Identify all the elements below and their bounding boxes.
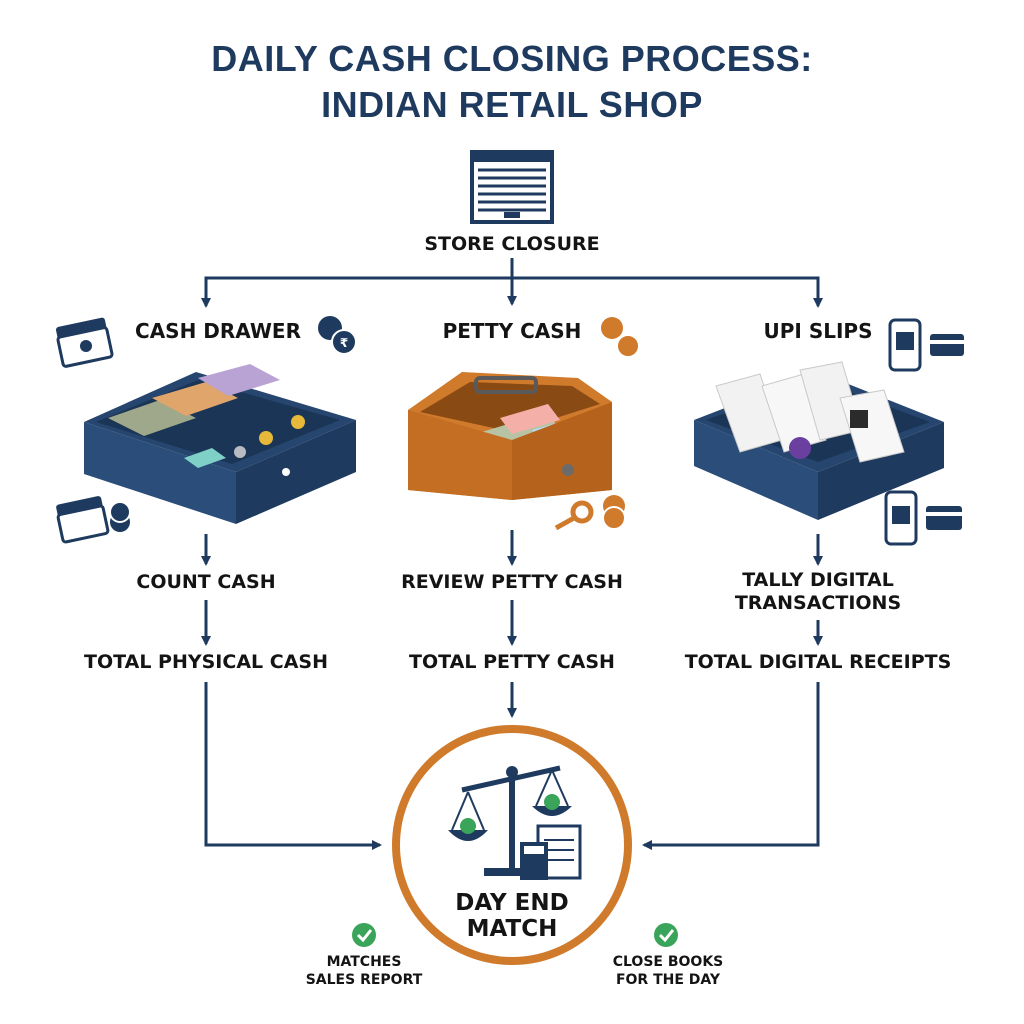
petty-cash-box-illustration — [408, 372, 612, 500]
store-shutter-icon — [470, 150, 554, 224]
total-digital-receipts-label: TOTAL DIGITAL RECEIPTS — [684, 651, 952, 673]
tally-digital-label-line1: TALLY DIGITAL — [742, 569, 894, 591]
cash-drawer-illustration — [84, 364, 356, 524]
rupee-coins-icon: ₹ — [318, 316, 357, 355]
orange-coins-icon — [601, 317, 640, 358]
card-icon — [930, 334, 964, 356]
day-end-label-line2: MATCH — [466, 916, 558, 942]
upi-slips-tray-illustration — [694, 361, 944, 520]
cash-bundle-icon — [55, 317, 114, 368]
check-icon-right — [654, 923, 678, 947]
page-title-line2: INDIAN RETAIL SHOP — [321, 84, 703, 125]
key-and-coins-icon — [554, 495, 626, 531]
matches-sales-report-line1: MATCHES — [326, 954, 402, 970]
cash-and-coins-icon — [56, 496, 131, 544]
total-petty-cash-label: TOTAL PETTY CASH — [409, 651, 615, 673]
balance-scale-icon — [448, 765, 572, 876]
cash-drawer-label: CASH DRAWER — [135, 319, 301, 343]
close-books-line1: CLOSE BOOKS — [612, 954, 724, 970]
day-end-label-line1: DAY END — [455, 890, 569, 916]
count-cash-label: COUNT CASH — [136, 571, 276, 593]
close-books-line2: FOR THE DAY — [615, 972, 721, 988]
matches-sales-report-line2: SALES REPORT — [305, 972, 423, 988]
upi-slips-label: UPI SLIPS — [763, 319, 873, 343]
calculator-report-icon — [520, 824, 582, 880]
tally-digital-label-line2: TRANSACTIONS — [734, 592, 902, 614]
card-icon-lower — [926, 506, 962, 530]
store-closure-label: STORE CLOSURE — [424, 233, 600, 255]
page-title-line1: DAILY CASH CLOSING PROCESS: — [211, 38, 813, 79]
branch-connector — [201, 258, 823, 308]
petty-cash-label: PETTY CASH — [442, 319, 582, 343]
column-arrows — [201, 530, 823, 850]
check-icon-left — [352, 923, 376, 947]
svg-text:₹: ₹ — [340, 336, 348, 350]
total-physical-cash-label: TOTAL PHYSICAL CASH — [84, 651, 328, 673]
phone-qr-icon — [888, 318, 922, 372]
phone-qr-icon-lower — [884, 490, 918, 546]
review-petty-cash-label: REVIEW PETTY CASH — [401, 571, 623, 593]
